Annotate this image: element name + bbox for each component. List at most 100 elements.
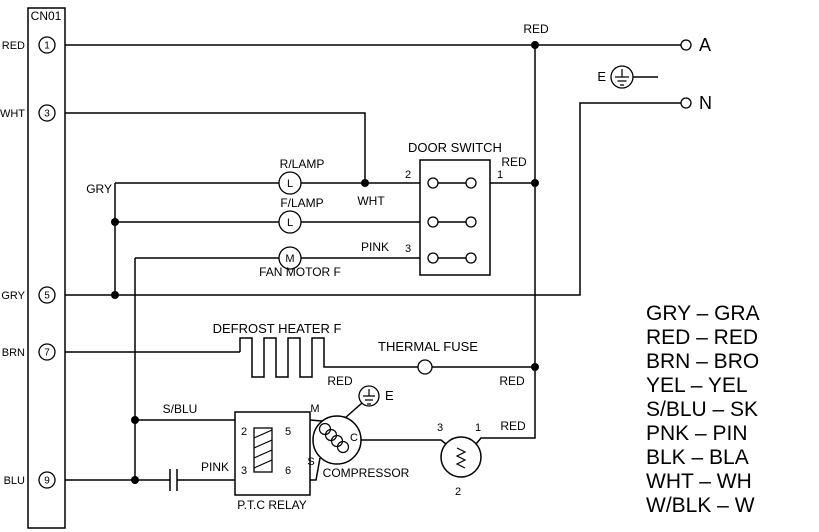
ds-terminal-3: 3 [405,243,411,255]
wire-color-legend: GRY – GRA RED – RED BRN – BRO YEL – YEL … [646,302,760,517]
connector-cn01: CN01 1 RED 3 WHT 5 GRY 7 BRN 9 BLU [0,7,66,529]
junction-dot [361,179,369,187]
compressor-coil-icon [336,440,350,454]
connector-plates-icon [169,469,178,491]
pin-7-terminal [38,343,56,361]
ds-contact [465,252,477,264]
relay-terminal-2: 2 [241,426,247,438]
pin-9-number: 9 [44,476,50,487]
pin-5-number: 5 [44,291,50,302]
junction-dot [131,476,139,484]
ptc-relay-label: P.T.C RELAY [237,498,307,512]
junction-dot [111,291,119,299]
wire-compressor-earth [344,402,363,419]
junction-dot [131,416,139,424]
red-label-overload: RED [500,419,526,433]
ptc-hatch-icon [253,429,273,469]
legend-item: S/BLU – SK [646,398,758,421]
junction-dot [531,363,539,371]
pin-3-terminal [38,104,56,122]
red-label-fuse-left: RED [327,374,353,388]
relay-terminal-6: 6 [285,465,291,477]
overload-terminal-2: 2 [455,486,461,498]
defrost-section: DEFROST HEATER F THERMAL FUSE RED RED [213,321,525,388]
door-switch-contacts [438,182,466,259]
f-lamp-letter: L [287,217,293,229]
legend-item: W/BLK – W [646,494,755,517]
supply-terminals: RED A N E [523,22,712,113]
ds-contact [427,177,439,189]
r-lamp-label: R/LAMP [280,157,325,171]
red-label-fuse-right: RED [499,374,525,388]
pin-1-terminal [38,36,56,54]
relay-terminal-5: 5 [285,426,291,438]
compressor-body [312,415,362,465]
defrost-heater-label: DEFROST HEATER F [213,321,342,336]
connector-title: CN01 [31,9,62,23]
pin-3-wire-label: WHT [0,108,25,120]
thermal-fuse-label: THERMAL FUSE [378,339,478,354]
legend-item: BRN – BRO [646,350,759,373]
wire-relay-to-m [309,419,323,422]
overload-protector-body [440,436,482,478]
ds-contact [427,252,439,264]
earth-glyph-icon [615,69,629,86]
f-lamp-symbol [278,210,302,234]
junction-dots [111,41,539,484]
earth-label: E [597,69,606,84]
compressor-section: S/BLU PINK 2 5 3 6 P.T.C RELAY M C S COM… [163,385,526,512]
thermal-fuse-symbol [417,359,433,375]
legend-item: BLK – BLA [646,446,749,469]
door-switch-title: DOOR SWITCH [408,140,502,155]
overload-terminal-1: 1 [475,422,481,434]
red-line-label: RED [523,22,549,36]
compressor-terminal-s: S [307,456,314,468]
pin-9-wire-label: BLU [4,475,25,487]
terminal-a-label: A [699,35,711,55]
relay-terminal-3: 3 [241,465,247,477]
pin-5-terminal [38,286,56,304]
sblu-wire-label: S/BLU [163,402,198,416]
wire-wht [55,112,366,183]
compressor-terminal-c: C [350,432,358,444]
lamp-fan-section: GRY L R/LAMP L F/LAMP M FAN MOTOR F WHT … [86,157,389,279]
terminal-a [680,39,692,51]
terminal-n [680,97,692,109]
pin-9-terminal [38,471,56,489]
wire-relay-to-s [310,457,321,481]
terminal-n-label: N [699,93,712,113]
gry-wire-label: GRY [86,182,112,196]
pink-wire-label-bottom: PINK [201,460,229,474]
pin-1-number: 1 [44,41,50,52]
legend-item: GRY – GRA [646,302,760,325]
ds-red-label: RED [501,155,527,169]
ds-contact [465,177,477,189]
legend-item: WHT – WH [646,470,752,493]
wire-compressor-c [361,439,447,445]
overload-element-icon [455,447,467,469]
compressor-label: COMPRESSOR [323,466,410,480]
compressor-earth-label: E [385,388,394,403]
door-switch: DOOR SWITCH 2 1 RED 3 [405,140,527,276]
compressor-earth-glyph-icon [363,389,375,405]
ds-terminal-2: 2 [405,169,411,181]
compressor-terminal-m: M [310,403,319,415]
wire-neutral-gry [55,102,681,296]
pin-5-wire-label: GRY [1,290,25,302]
r-lamp-symbol [278,171,302,195]
f-lamp-label: F/LAMP [280,196,323,210]
pink-wire-label: PINK [361,240,389,254]
junction-dot [531,41,539,49]
legend-item: PNK – PIN [646,422,748,445]
r-lamp-letter: L [287,178,293,190]
pin-7-wire-label: BRN [2,347,25,359]
connector-cn01-body [27,7,66,529]
wire-red-bus [475,45,536,445]
ds-terminal-1: 1 [497,169,503,181]
wht-wire-label: WHT [357,194,385,208]
wires [55,44,681,491]
junction-dot [531,179,539,187]
pin-1-wire-label: RED [2,40,25,52]
fan-motor-letter: M [285,253,294,265]
